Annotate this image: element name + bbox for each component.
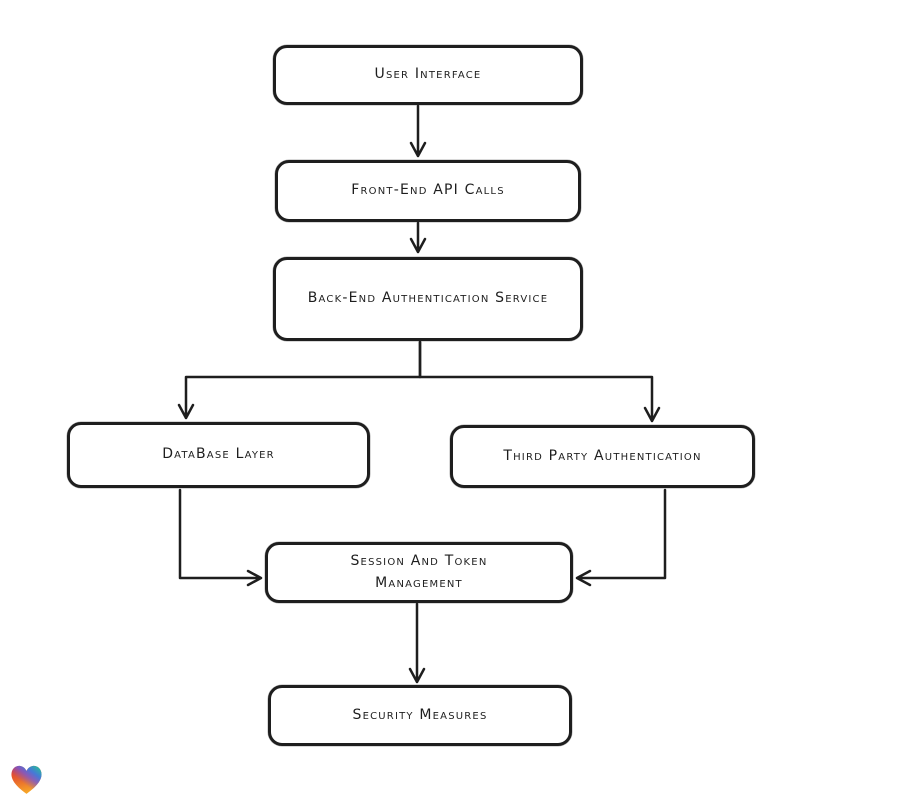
node-user-interface-label: User Interface xyxy=(374,66,482,83)
edge-front-end-api-calls-to-back-end-authentication-service xyxy=(409,221,427,254)
gradient-heart-logo-icon[interactable] xyxy=(8,762,45,798)
node-user-interface: User Interface xyxy=(273,45,583,105)
node-database-layer: DataBase Layer xyxy=(67,422,370,488)
node-back-end-authentication-service-label: Back-End Authentication Service xyxy=(307,290,549,307)
node-security-measures-label: Security Measures xyxy=(352,706,488,723)
edge-third-party-authentication-to-session-and-token-management xyxy=(575,488,667,587)
node-database-layer-label: DataBase Layer xyxy=(162,446,275,463)
edge-user-interface-to-front-end-api-calls xyxy=(409,104,427,158)
node-back-end-authentication-service: Back-End Authentication Service xyxy=(273,257,583,341)
node-front-end-api-calls-label: Front-End API Calls xyxy=(351,182,505,199)
edge-session-and-token-management-to-security-measures xyxy=(408,602,426,684)
node-front-end-api-calls: Front-End API Calls xyxy=(275,160,581,222)
edge-database-layer-to-session-and-token-management xyxy=(178,488,263,587)
node-session-and-token-management-label: Session And Token Management xyxy=(350,552,488,591)
edge-back-end-authentication-service-to-third-party-authentication xyxy=(418,340,661,423)
node-third-party-authentication: Third Party Authentication xyxy=(450,425,755,488)
node-third-party-authentication-label: Third Party Authentication xyxy=(503,447,702,464)
edge-back-end-authentication-service-to-database-layer xyxy=(177,340,422,420)
node-session-and-token-management: Session And Token Management xyxy=(265,542,573,603)
node-security-measures: Security Measures xyxy=(268,685,572,746)
